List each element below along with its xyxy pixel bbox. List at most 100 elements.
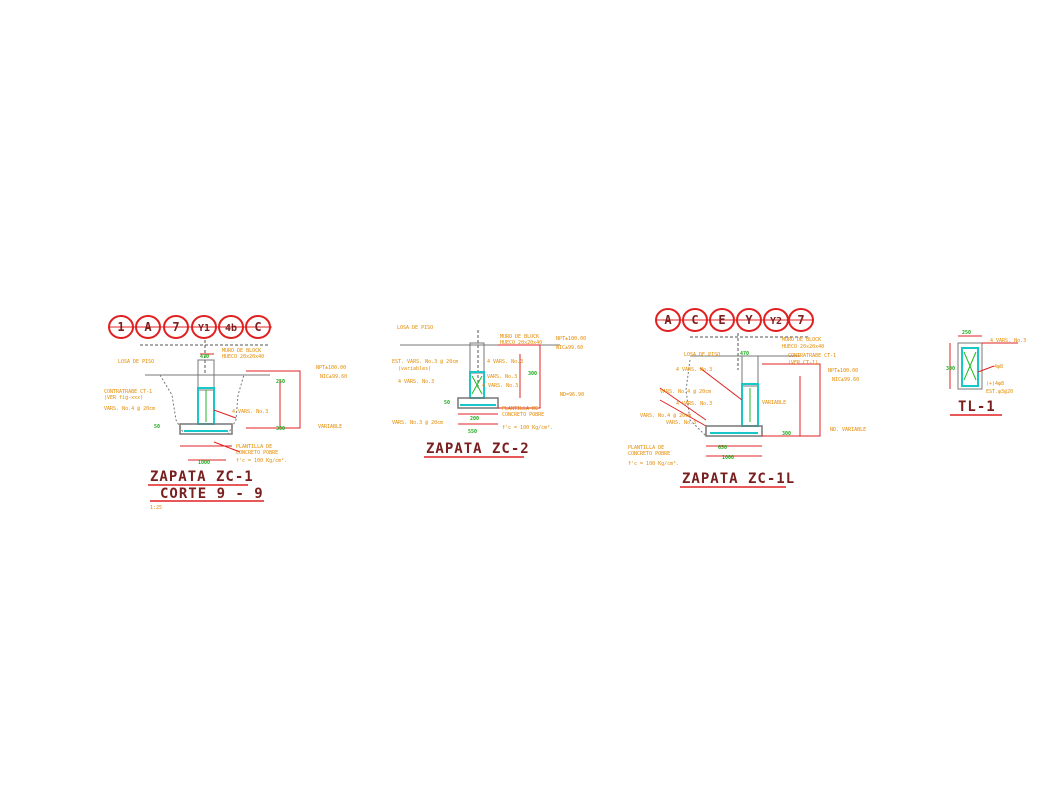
zc1l-dim-1000: 1000 [722, 455, 734, 461]
tl1-note-n3: EST.φ3@20 [986, 389, 1013, 395]
zc2-note-plantilla3: f'c = 100 Kg/cm². [502, 425, 553, 431]
zc2-note-nd: ND=96.90 [560, 392, 584, 398]
zc1l-note-muro2: HUECO 20x20x40 [782, 344, 824, 350]
zc1-dim-300: 300 [276, 426, 285, 432]
zc1-note-varsno: 4 VARS. No.3 [232, 409, 268, 415]
zc1l-note-nic: NIC±99.60 [832, 377, 859, 383]
zc2-dim-50: 50 [444, 400, 450, 406]
zc1-note-plantilla2: CONCRETO POBRE [236, 450, 278, 456]
zc1-note-plantilla3: f'c = 100 Kg/cm². [236, 458, 287, 464]
axis-bubble: Y [736, 308, 762, 332]
zc1l-note-plantilla: PLANTILLA DE [628, 445, 664, 451]
zc1-note-nic: NIC±99.60 [320, 374, 347, 380]
zc1l-dim-300: 300 [782, 431, 791, 437]
tl1-title: TL-1 [958, 399, 996, 415]
zc1-drawing: 1 A 7 Y1 4b C LOSA DE PISO MURO DE BLOCK… [104, 315, 347, 511]
zc1l-note-losa: LOSA DE PISO [684, 352, 720, 358]
svg-text:Y2: Y2 [770, 316, 782, 327]
zc2-note-plantilla: PLANTILLA DE [502, 406, 538, 412]
axis-bubble: 7 [163, 315, 189, 339]
svg-text:Y1: Y1 [198, 323, 210, 334]
zc2-note-npt: NPT±100.00 [556, 336, 586, 342]
zc1l-drawing: A C E Y Y2 7 LOSA DE PISO MURO DE BLOCK … [628, 308, 866, 488]
svg-text:7: 7 [797, 313, 804, 327]
zc2-dim-550: 550 [468, 429, 477, 435]
axis-bubble: 4b [218, 315, 244, 339]
zc1-note-vars: VARS. No.4 @ 20cm [104, 406, 155, 412]
svg-text:A: A [664, 313, 672, 327]
axis-bubble: C [245, 315, 271, 339]
zc1-dim-1000: 1000 [198, 460, 210, 466]
zc1l-note-plantilla3: f'c = 100 Kg/cm². [628, 461, 679, 467]
axis-bubble: E [709, 308, 735, 332]
svg-text:Y: Y [745, 313, 753, 327]
zc2-note-muro2: HUECO 20x20x40 [500, 340, 542, 346]
zc2-note-plantilla2: CONCRETO POBRE [502, 412, 544, 418]
zc1l-note-ct2: (VER CT-1) [788, 360, 818, 366]
zc1-note-contratrabe2: (VER fig-xxx) [104, 395, 143, 401]
zc1l-note-vars2: VARS. No.4 @ 20cm [660, 389, 711, 395]
zc1l-dim-650: 650 [718, 445, 727, 451]
zc1-note-variable: VARIABLE [318, 424, 342, 430]
tl1-note-n2: (+)4φ8 [986, 381, 1004, 387]
zc2-note-nic: NIC±99.60 [556, 345, 583, 351]
zc2-note-est2: (variables) [398, 366, 431, 372]
axis-bubble: Y1 [191, 315, 217, 339]
svg-text:7: 7 [172, 320, 179, 334]
zc2-note-varsb: VARS. No.3 @ 20cm [392, 420, 443, 426]
svg-text:1: 1 [117, 320, 124, 334]
zc1l-note-ct: CONTRATRABE CT-1 [788, 353, 836, 359]
zc2-drawing: LOSA DE PISO MURO DE BLOCK HUECO 20x20x4… [392, 325, 586, 458]
zc1l-note-muro: MURO DE BLOCK [782, 337, 821, 343]
zc1l-note-vars1: 4 VARS. No.3 [676, 367, 712, 373]
zc1-title: ZAPATA ZC-1 [150, 469, 254, 485]
zc1-note-contratrabe: CONTRATRABE CT-1 [104, 389, 152, 395]
zc1-dim-250: 250 [276, 379, 285, 385]
zc2-note-vars1: 4 VARS. No.3 [487, 359, 523, 365]
zc2-note-est: EST. VARS. No.3 @ 20cm [392, 359, 458, 365]
svg-text:4b: 4b [225, 323, 237, 334]
zc1l-note-npt: NPT±100.00 [828, 368, 858, 374]
zc1-note-muro: MURO DE BLOCK [222, 348, 261, 354]
zc2-dim-200: 200 [470, 416, 479, 422]
zc1l-note-variable: VARIABLE [762, 400, 786, 406]
zc1-subtitle: CORTE 9 - 9 [160, 486, 264, 502]
svg-text:E: E [718, 313, 725, 327]
svg-text:C: C [254, 320, 261, 334]
zc1l-note-plantilla2: CONCRETO POBRE [628, 451, 670, 457]
svg-text:C: C [691, 313, 698, 327]
axis-bubble: 7 [788, 308, 814, 332]
zc1-dim-470: 470 [200, 354, 209, 360]
zc1l-title: ZAPATA ZC-1L [682, 471, 795, 487]
zc1l-note-ndv: ND. VARIABLE [830, 427, 866, 433]
zc1l-note-vars3: VARS. No.4 @ 20cm [640, 413, 691, 419]
zc1l-axis-bubbles: A C E Y Y2 7 [655, 308, 814, 332]
zc2-title: ZAPATA ZC-2 [426, 441, 530, 457]
zc1l-note-vars4: 4 VARS. No.3 [676, 401, 712, 407]
zc2-note-vars3: 4 VARS. No.3 [398, 379, 434, 385]
tl1-note-n4: 4φ8 [994, 364, 1003, 370]
zc1-note-npt: NPT±100.00 [316, 365, 346, 371]
zc1-dim-50: 50 [154, 424, 160, 430]
zc1l-dim-470: 470 [740, 351, 749, 357]
tl1-dim-250: 250 [962, 330, 971, 336]
zc2-note-losa: LOSA DE PISO [397, 325, 433, 331]
zc1-note-muro2: HUECO 20x20x40 [222, 354, 264, 360]
zc1-scale: 1:25 [150, 505, 162, 511]
zc2-note-vars4: 4 VARS. No.3 [482, 383, 518, 389]
zc2-dim-300: 300 [528, 371, 537, 377]
axis-bubble: C [682, 308, 708, 332]
tl1-dim-300: 300 [946, 366, 955, 372]
tl1-drawing: 250 300 4 VARS. No.3 4φ8 (+)4φ8 EST.φ3@2… [946, 330, 1026, 416]
axis-bubble: 1 [108, 315, 134, 339]
zc2-note-muro: MURO DE BLOCK [500, 334, 539, 340]
zc2-note-vars2: VARS. No.3 [487, 374, 517, 380]
zc1l-note-vars5: VARS. No.3 [666, 420, 696, 426]
zc1-axis-bubbles: 1 A 7 Y1 4b C [108, 315, 272, 339]
axis-bubble: A [135, 315, 161, 339]
svg-text:A: A [144, 320, 152, 334]
zc1-note-plantilla: PLANTILLA DE [236, 444, 272, 450]
axis-bubble: A [655, 308, 681, 332]
tl1-note-n1: 4 VARS. No.3 [990, 338, 1026, 344]
